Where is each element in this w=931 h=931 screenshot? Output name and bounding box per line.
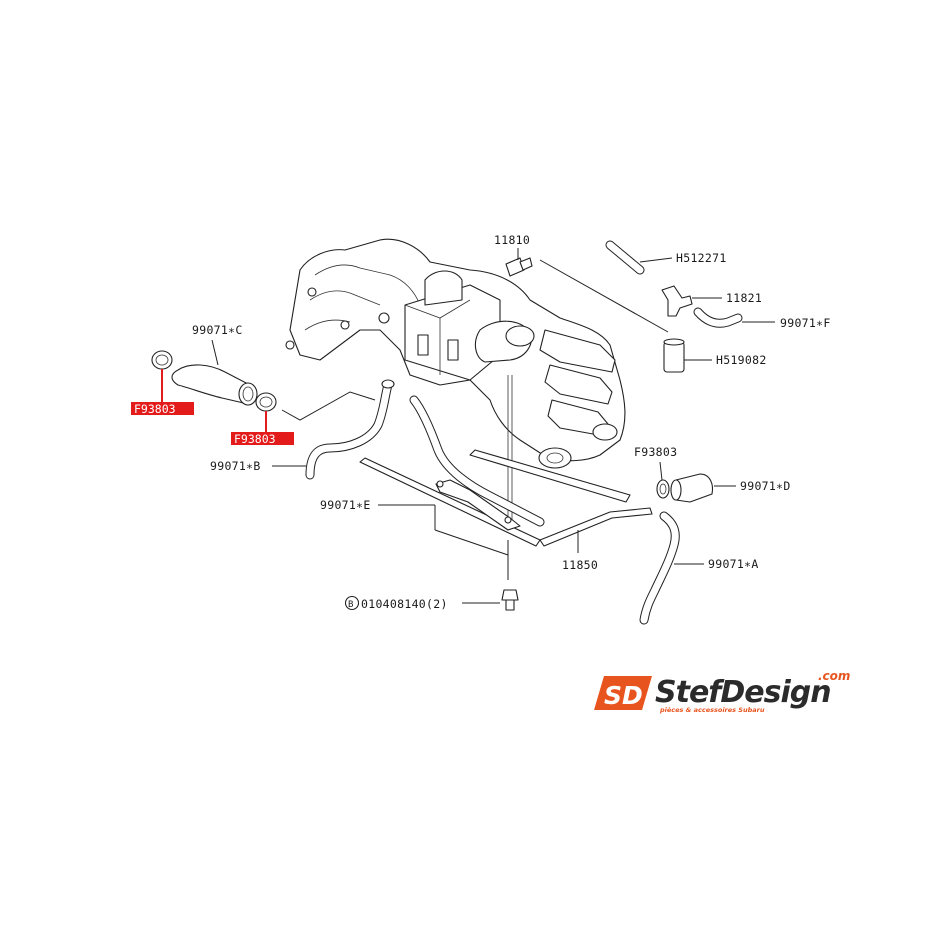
- label-99071-a: 99071∗A: [708, 557, 759, 571]
- pipe-group-lower: 99071∗E 11850: [320, 395, 653, 580]
- label-11810: 11810: [494, 233, 530, 247]
- label-bolt: 010408140(2): [361, 597, 448, 611]
- label-99071-b: 99071∗B: [210, 459, 261, 473]
- stefdesign-logo[interactable]: SD StefDesign .com pièces & accessoires …: [594, 669, 850, 714]
- logo-mark: SD: [604, 681, 643, 710]
- intake-manifold: [285, 238, 626, 520]
- label-f93803-right: F93803: [634, 445, 677, 459]
- sensor-11810: 11810: [494, 233, 669, 333]
- bolt-marker-icon: [344, 595, 360, 611]
- label-99071-d: 99071∗D: [740, 479, 791, 493]
- highlight-box-left-1: [131, 402, 194, 415]
- logo-tagline: pièces & accessoires Subaru: [659, 706, 765, 714]
- right-clamp-group: F93803 99071∗D: [634, 445, 791, 503]
- label-f93803-left-2[interactable]: F93803: [234, 432, 276, 446]
- left-hose-group: 99071∗C F93803 F93803: [131, 323, 376, 446]
- label-99071-f: 99071∗F: [780, 316, 831, 330]
- label-11821: 11821: [726, 291, 762, 305]
- hose-99071-b: 99071∗B: [210, 379, 395, 480]
- label-h512271: H512271: [676, 251, 727, 265]
- highlight-box-left-2: [231, 432, 294, 445]
- label-11850: 11850: [562, 558, 598, 572]
- label-99071-c: 99071∗C: [192, 323, 243, 337]
- label-bolt-marker: B: [348, 600, 354, 610]
- logo-word: StefDesign: [655, 675, 831, 710]
- label-h519082: H519082: [716, 353, 767, 367]
- logo-mark-icon: [594, 676, 652, 710]
- logo-domain: .com: [818, 669, 850, 683]
- vacuum-group-right: H512271 11821 99071∗F H519082: [605, 240, 831, 373]
- bolt-group: B 010408140(2): [344, 589, 519, 611]
- hose-99071-a: 99071∗A: [639, 511, 759, 625]
- label-f93803-left-1[interactable]: F93803: [134, 402, 176, 416]
- label-99071-e: 99071∗E: [320, 498, 371, 512]
